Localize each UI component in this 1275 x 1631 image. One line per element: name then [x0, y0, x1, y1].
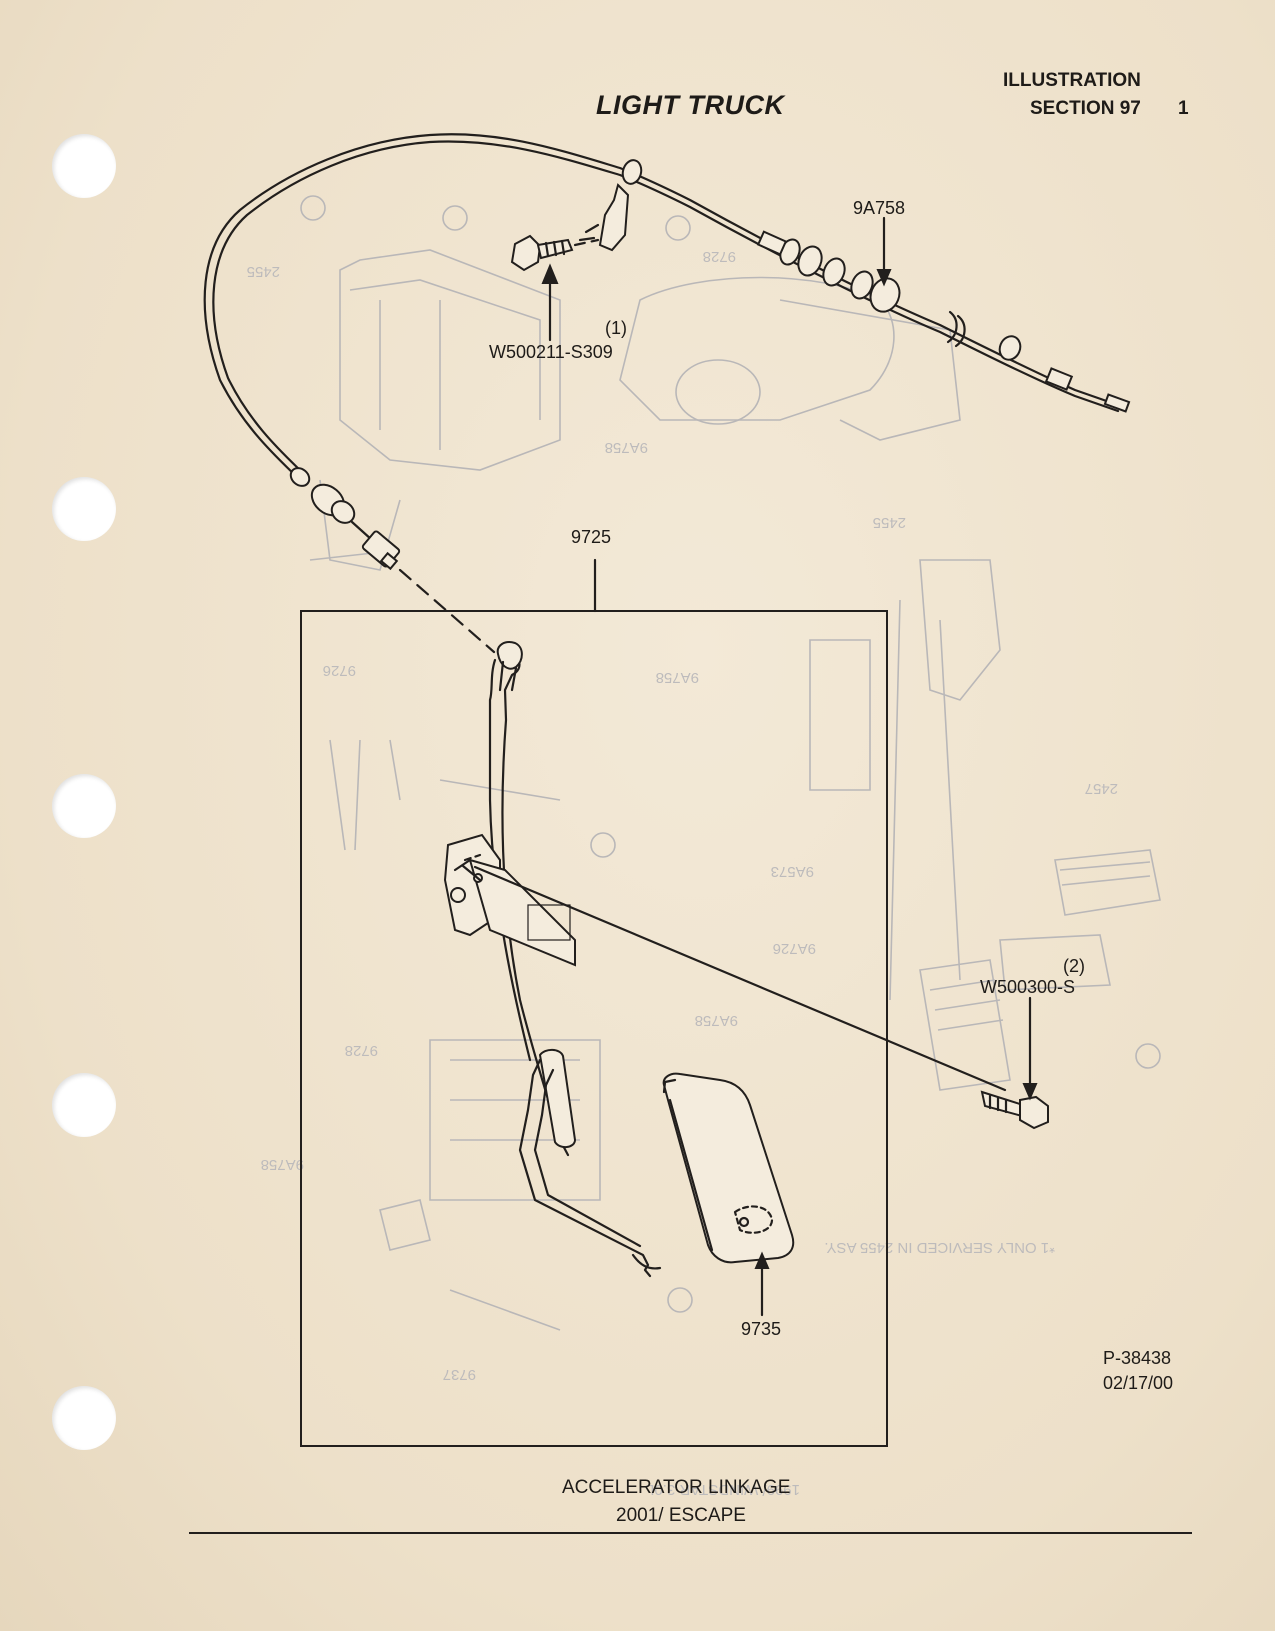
- svg-text:9A758: 9A758: [656, 669, 699, 686]
- upper-bolt: [510, 234, 600, 342]
- svg-text:9737: 9737: [443, 1366, 476, 1383]
- accelerator-cable: [203, 133, 1131, 654]
- caption-title: ACCELERATOR LINKAGE: [562, 1477, 791, 1498]
- svg-text:9728: 9728: [703, 248, 736, 265]
- svg-text:1999/ WINDSTAR 3.0L: 1999/ WINDSTAR 3.0L: [646, 1481, 800, 1498]
- pedal-pad-part-number: 9735: [741, 1319, 782, 1339]
- caption-model: 2001/ ESCAPE: [616, 1505, 746, 1526]
- upper-bolt-part-number: W500211-S309: [489, 342, 613, 362]
- svg-text:2455: 2455: [247, 263, 280, 280]
- svg-text:2457: 2457: [1085, 780, 1118, 797]
- bleed-through-ghost-drawing: 2455 9728 9A758 2455 9A758 9726 2457 9A5…: [247, 195, 1161, 1498]
- pedal-assembly-part-number: 9725: [571, 527, 612, 547]
- svg-text:2455: 2455: [873, 514, 906, 531]
- svg-text:9A758: 9A758: [261, 1156, 304, 1173]
- illustration-label: ILLUSTRATION: [1003, 70, 1141, 91]
- svg-text:9726: 9726: [323, 662, 356, 679]
- page-title: LIGHT TRUCK: [596, 90, 785, 120]
- binder-hole: [52, 1386, 116, 1450]
- lower-bolt-note: (2): [1063, 956, 1085, 976]
- svg-text:*1 ONLY SERVICED IN 2455 ASY.: *1 ONLY SERVICED IN 2455 ASY.: [824, 1239, 1055, 1256]
- pedal-assembly-box: [300, 558, 1007, 1447]
- svg-text:9A758: 9A758: [695, 1012, 738, 1029]
- cable-part-number: 9A758: [853, 198, 906, 218]
- binder-hole: [52, 477, 116, 541]
- binder-hole: [52, 774, 116, 838]
- svg-text:9728: 9728: [345, 1042, 378, 1059]
- lower-bolt: [980, 996, 1049, 1130]
- upper-bolt-note: (1): [605, 318, 627, 338]
- svg-text:9A573: 9A573: [771, 863, 814, 880]
- lower-bolt-part-number: W500300-S: [980, 977, 1076, 997]
- page-number: 1: [1178, 98, 1189, 119]
- drawing-id: P-38438: [1103, 1348, 1172, 1368]
- binder-hole: [52, 1073, 116, 1137]
- drawing-date: 02/17/00: [1103, 1373, 1174, 1393]
- binder-hole: [52, 134, 116, 198]
- svg-text:9A726: 9A726: [773, 940, 816, 957]
- svg-text:9A758: 9A758: [605, 439, 648, 456]
- cable-callout-arrow: [876, 216, 892, 287]
- section-label: SECTION 97: [1030, 98, 1141, 119]
